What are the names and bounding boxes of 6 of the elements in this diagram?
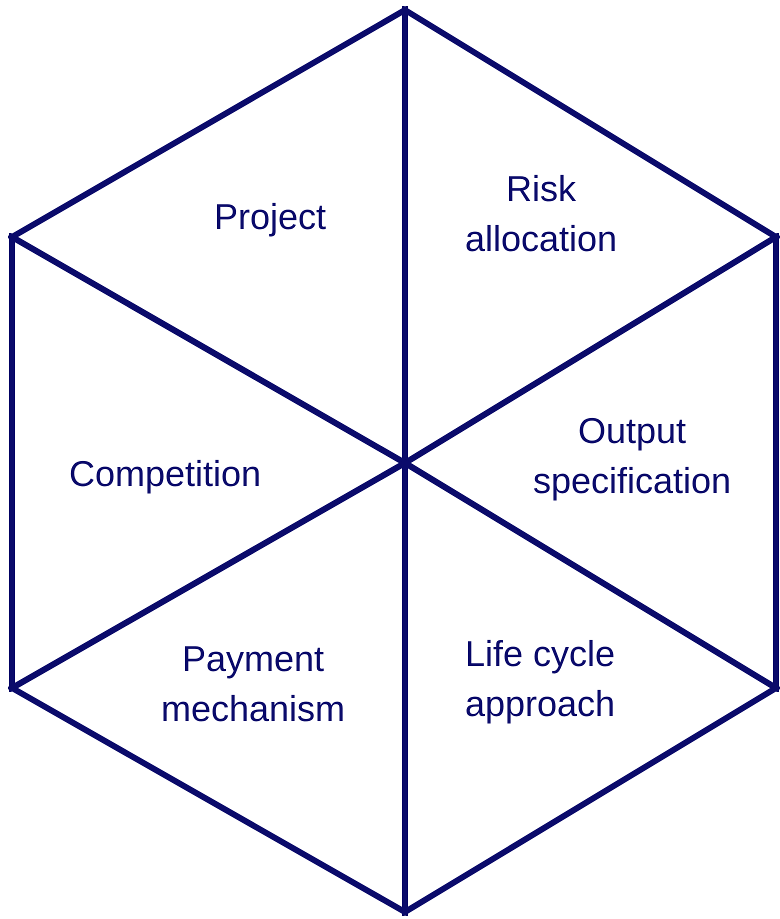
segment-label: Output specification bbox=[532, 409, 732, 503]
segment-label: Competition bbox=[68, 452, 262, 496]
segment-label: Payment mechanism bbox=[160, 637, 346, 731]
segment-label: Risk allocation bbox=[464, 167, 618, 261]
segment-label: Life cycle approach bbox=[464, 632, 616, 726]
segment-label: Project bbox=[214, 195, 326, 239]
